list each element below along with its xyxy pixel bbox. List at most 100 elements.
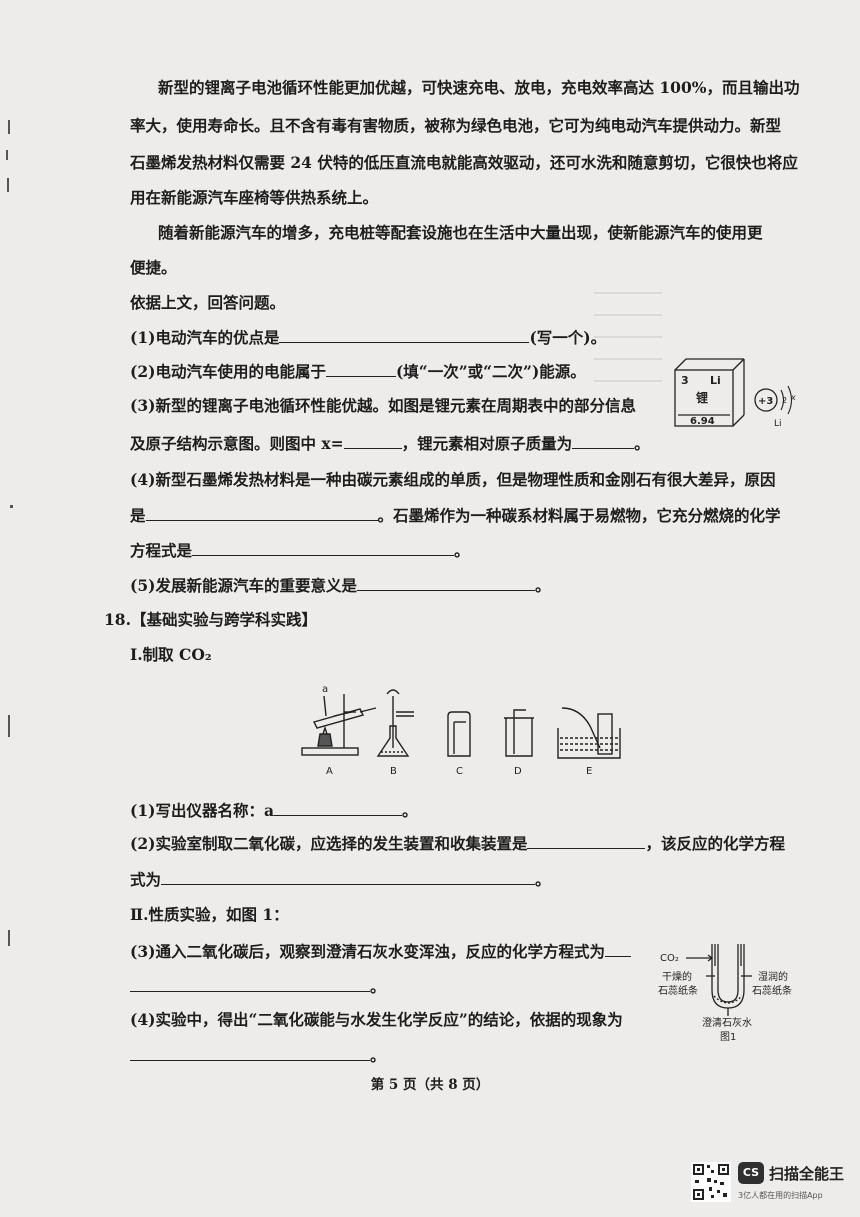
page-footer: 第 5 页（共 8 页） bbox=[370, 1077, 490, 1093]
q17-4-line1: (4)新型石墨烯发热材料是一种由碳元素组成的单质，但是物理性质和金刚石有很大差异… bbox=[130, 470, 776, 489]
scan-edge-mark bbox=[7, 178, 9, 192]
answer-blank[interactable] bbox=[572, 433, 635, 449]
instruction: 依据上文，回答问题。 bbox=[130, 293, 286, 312]
apparatus-d-jar bbox=[504, 709, 534, 757]
figure1-dry-label: 石蕊纸条 bbox=[658, 984, 698, 997]
question-text: 及原子结构示意图。则图中 x= bbox=[130, 434, 344, 453]
figure1-wet-label: 石蕊纸条 bbox=[752, 984, 792, 997]
passage-line: 随着新能源汽车的增多，充电桩等配套设施也在生活中大量出现，使新能源汽车的使用更 bbox=[158, 223, 763, 242]
apparatus-label: D bbox=[514, 766, 522, 777]
nucleus-circle bbox=[754, 388, 778, 412]
answer-blank[interactable] bbox=[192, 540, 455, 556]
atom-label: Li bbox=[774, 419, 782, 429]
question-text: ，锂元素相对原子质量为 bbox=[401, 434, 573, 453]
scan-edge-mark bbox=[8, 715, 10, 737]
question-text: 。石墨烯作为一种碳系材料属于易燃物，它充分燃烧的化学 bbox=[377, 506, 781, 525]
q18-2-line1: (2)实验室制取二氧化碳，应选择的发生装置和收集装置是 ，该反应的化学方程 bbox=[130, 833, 785, 854]
scanner-logo-icon: CS bbox=[738, 1162, 764, 1184]
q17-3-line2: 及原子结构示意图。则图中 x= ，锂元素相对原子质量为 。 bbox=[130, 433, 650, 454]
q17-1: (1)电动汽车的优点是 (写一个)。 bbox=[130, 327, 606, 348]
q18-4-line2: 。 bbox=[130, 1045, 386, 1066]
q18-3-line1: (3)通入二氧化碳后，观察到澄清石灰水变浑浊，反应的化学方程式为 bbox=[130, 941, 631, 962]
figure1-liquid-label: 澄清石灰水 bbox=[702, 1016, 752, 1029]
element-card bbox=[674, 358, 745, 427]
q18-3-line2: 。 bbox=[130, 976, 386, 997]
question-text: (5)发展新能源汽车的重要意义是 bbox=[130, 576, 357, 595]
apparatus-label: A bbox=[326, 766, 333, 777]
question-text: 。 bbox=[370, 977, 386, 996]
question-text: (填“一次”或“二次”)能源。 bbox=[395, 362, 586, 381]
atomic-mass: 6.94 bbox=[690, 416, 715, 427]
question-text: (1)电动汽车的优点是 bbox=[130, 328, 280, 347]
scanner-title: 扫描全能王 bbox=[769, 1165, 845, 1183]
bleed-through-smudge bbox=[594, 272, 662, 382]
question-text: 。 bbox=[370, 1046, 386, 1065]
apparatus-figure: a A B C D E bbox=[301, 684, 621, 777]
question-text: 是 bbox=[130, 506, 146, 525]
q18-part2: Ⅱ.性质实验，如图 1： bbox=[130, 905, 289, 924]
apparatus-e-trough bbox=[557, 707, 621, 759]
answer-blank[interactable] bbox=[356, 575, 535, 591]
apparatus-b-flask bbox=[376, 689, 414, 757]
scan-edge-mark bbox=[10, 505, 13, 508]
passage-line: 用在新能源汽车座椅等供热系统上。 bbox=[130, 188, 379, 207]
element-name: 锂 bbox=[696, 390, 708, 405]
figure1-caption: 图1 bbox=[720, 1031, 736, 1043]
scan-edge-mark bbox=[6, 150, 8, 160]
question-text: ，该反应的化学方程 bbox=[645, 834, 785, 853]
scan-edge-mark bbox=[8, 120, 10, 134]
answer-blank[interactable] bbox=[130, 976, 370, 992]
q18-header: 18.【基础实验与跨学科实践】 bbox=[104, 610, 317, 629]
question-text: (3)通入二氧化碳后，观察到澄清石灰水变浑浊，反应的化学方程式为 bbox=[130, 942, 605, 961]
apparatus-a-heating bbox=[301, 694, 377, 756]
figure1-gas-label: CO₂ bbox=[660, 953, 679, 964]
apparatus-label: B bbox=[390, 766, 397, 777]
q18-1: (1)写出仪器名称：a。 bbox=[130, 800, 418, 821]
question-text: (2)电动汽车使用的电能属于 bbox=[130, 362, 326, 381]
figure1-dry-label: 干燥的 bbox=[662, 970, 692, 983]
element-symbol: Li bbox=[710, 374, 721, 387]
question-text: 式为 bbox=[130, 870, 162, 889]
answer-blank[interactable] bbox=[145, 505, 378, 521]
answer-blank[interactable] bbox=[161, 869, 536, 885]
scan-edge-mark bbox=[8, 930, 10, 946]
answer-blank[interactable] bbox=[130, 1045, 370, 1061]
answer-blank[interactable] bbox=[343, 433, 402, 449]
nucleus-charge: +3 bbox=[758, 396, 773, 407]
q18-part1: Ⅰ.制取 CO₂ bbox=[130, 645, 212, 664]
q18-2-line2: 式为 。 bbox=[130, 869, 551, 890]
q17-4-line2: 是 。石墨烯作为一种碳系材料属于易燃物，它充分燃烧的化学 bbox=[130, 505, 781, 526]
question-text: 。 bbox=[634, 434, 650, 453]
answer-blank[interactable] bbox=[325, 361, 396, 377]
question-text: (写一个)。 bbox=[529, 328, 607, 347]
q17-2: (2)电动汽车使用的电能属于 (填“一次”或“二次”)能源。 bbox=[130, 361, 586, 382]
question-text: 。 bbox=[454, 541, 470, 560]
passage-line: 率大，使用寿命长。且不含有毒有害物质，被称为绿色电池，它可为纯电动汽车提供动力。… bbox=[130, 116, 782, 135]
electron-shell bbox=[780, 389, 785, 411]
answer-blank[interactable] bbox=[527, 833, 646, 849]
q18-4-line1: (4)实验中，得出“二氧化碳能与水发生化学反应”的结论，依据的现象为 bbox=[130, 1010, 623, 1029]
passage-line: 石墨烯发热材料仅需要 24 伏特的低压直流电就能高效驱动，还可水洗和随意剪切，它… bbox=[130, 153, 798, 172]
answer-blank[interactable] bbox=[274, 800, 402, 816]
question-text: 。 bbox=[535, 870, 551, 889]
electron-shell bbox=[787, 385, 793, 415]
question-text: 。 bbox=[534, 576, 551, 595]
apparatus-label: E bbox=[586, 766, 592, 777]
lithium-element-figure: 3 Li 锂 6.94 +3 2 x Li bbox=[674, 358, 796, 429]
question-text: (2)实验室制取二氧化碳，应选择的发生装置和收集装置是 bbox=[130, 834, 528, 853]
answer-blank[interactable] bbox=[604, 941, 631, 957]
question-text: 方程式是 bbox=[130, 541, 193, 560]
q17-3-line1: (3)新型的锂离子电池循环性能优越。如图是锂元素在周期表中的部分信息 bbox=[130, 396, 636, 415]
question-text: 。 bbox=[402, 801, 418, 820]
atomic-number: 3 bbox=[681, 374, 689, 387]
q17-4-line3: 方程式是 。 bbox=[130, 540, 470, 561]
qr-code-icon bbox=[691, 1162, 731, 1202]
passage-line: 便捷。 bbox=[130, 258, 177, 277]
apparatus-label: a bbox=[322, 684, 328, 695]
shell-count: 2 bbox=[782, 396, 787, 405]
apparatus-c-jar bbox=[447, 711, 471, 757]
q17-5: (5)发展新能源汽车的重要意义是 。 bbox=[130, 575, 550, 596]
figure-1-u-tube: CO₂ 干燥的 石蕊纸条 湿润的 石蕊纸条 澄清石灰水 图1 bbox=[658, 944, 792, 1043]
shell-count: x bbox=[790, 393, 796, 402]
answer-blank[interactable] bbox=[279, 327, 530, 343]
